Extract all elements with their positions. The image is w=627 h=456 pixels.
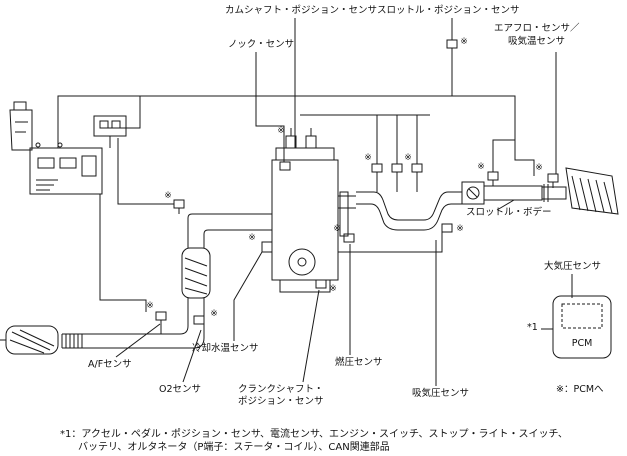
label-barometric-sensor: 大気圧センサ: [544, 261, 602, 272]
footnote-line1: *1：アクセル・ペダル・ポジション・センサ、電流センサ、エンジン・スイッチ、スト…: [60, 429, 568, 440]
o2-sensor: [193, 315, 205, 325]
pcm-ref-mark: ※: [460, 37, 468, 47]
label-pcm-note: ※：PCMへ: [556, 384, 604, 395]
label-coolant-temp-sensor: 冷却水温センサ: [192, 343, 259, 354]
intake-manifold: [356, 163, 462, 233]
engine-block: [261, 128, 356, 293]
pcm-ref-mark: ※: [277, 126, 285, 136]
knock-sensor: [279, 161, 291, 171]
pcm-ref-marks: ※ ※ ※ ※ ※ ※ ※ ※ ※ ※ ※ ※ ※: [146, 37, 543, 319]
pcm-ref-mark: ※: [456, 224, 464, 234]
coolant-temp-sensor: [261, 241, 273, 253]
label-camshaft-position-sensor: カムシャフト・ポジション・センサ: [225, 5, 378, 16]
af-sensor: [155, 311, 167, 321]
pcm-box: [552, 295, 612, 359]
label-airflow-sensor-line1: エアフロ・センサ／: [494, 23, 580, 34]
air-duct: [541, 167, 619, 215]
pcm-label: PCM: [571, 338, 593, 349]
label-crankshaft-sensor-line2: ポジション・センサ: [238, 396, 324, 407]
footnote-line2: バッテリ、オルタネータ（P端子：ステータ・コイル）、CAN関連部品: [78, 442, 390, 453]
fuel-pressure-sensor: [343, 233, 355, 243]
label-throttle-position-sensor: スロットル・ポジション・センサ: [377, 5, 520, 16]
coolant-reservoir: [9, 101, 33, 151]
exhaust-system: [0, 199, 272, 355]
pcm-ref-mark: ※: [364, 153, 372, 163]
label-fuel-pressure-sensor: 燃圧センサ: [335, 357, 383, 368]
pcm-ref-mark: ※: [329, 284, 337, 294]
battery: [29, 142, 103, 195]
crankshaft-sensor: [315, 279, 327, 289]
label-knock-sensor: ノック・センサ: [228, 39, 295, 50]
pcm-ref-mark: ※: [210, 309, 218, 319]
pcm-ref-mark: ※: [535, 163, 543, 173]
pcm-ref-mark: ※: [164, 191, 172, 201]
label-o2-sensor: O2センサ: [159, 384, 202, 395]
upstream-sensor: [173, 199, 185, 209]
throttle-body-assembly: [461, 171, 549, 205]
pcm-ref-mark: ※: [404, 153, 412, 163]
label-pcm-ref: *1: [527, 322, 538, 333]
label-crankshaft-sensor-line1: クランクシャフト・: [238, 384, 324, 395]
label-airflow-sensor-line2: 吸気温センサ: [508, 36, 566, 47]
muffler: [5, 325, 59, 355]
pcm-ref-mark: ※: [248, 233, 256, 243]
pcm-ref-mark: ※: [477, 162, 485, 172]
label-intake-pressure-sensor: 吸気圧センサ: [412, 388, 470, 399]
airflow-sensor: [547, 173, 559, 183]
throttle-position-connector: [446, 39, 458, 49]
label-throttle-body: スロットル・ボデー: [466, 207, 552, 218]
throttle-position-sensor: [487, 171, 499, 181]
leader-lines: [115, 18, 573, 386]
pcm-ref-mark: ※: [333, 224, 341, 234]
catalytic-converter: [181, 247, 211, 299]
barometric-sensor: [561, 303, 603, 329]
pcm-ref-mark: ※: [146, 301, 154, 311]
intake-pressure-sensor: [441, 223, 453, 233]
wiring-harness: [57, 48, 535, 312]
label-af-sensor: A/Fセンサ: [88, 359, 132, 370]
relay-box: [93, 115, 127, 148]
